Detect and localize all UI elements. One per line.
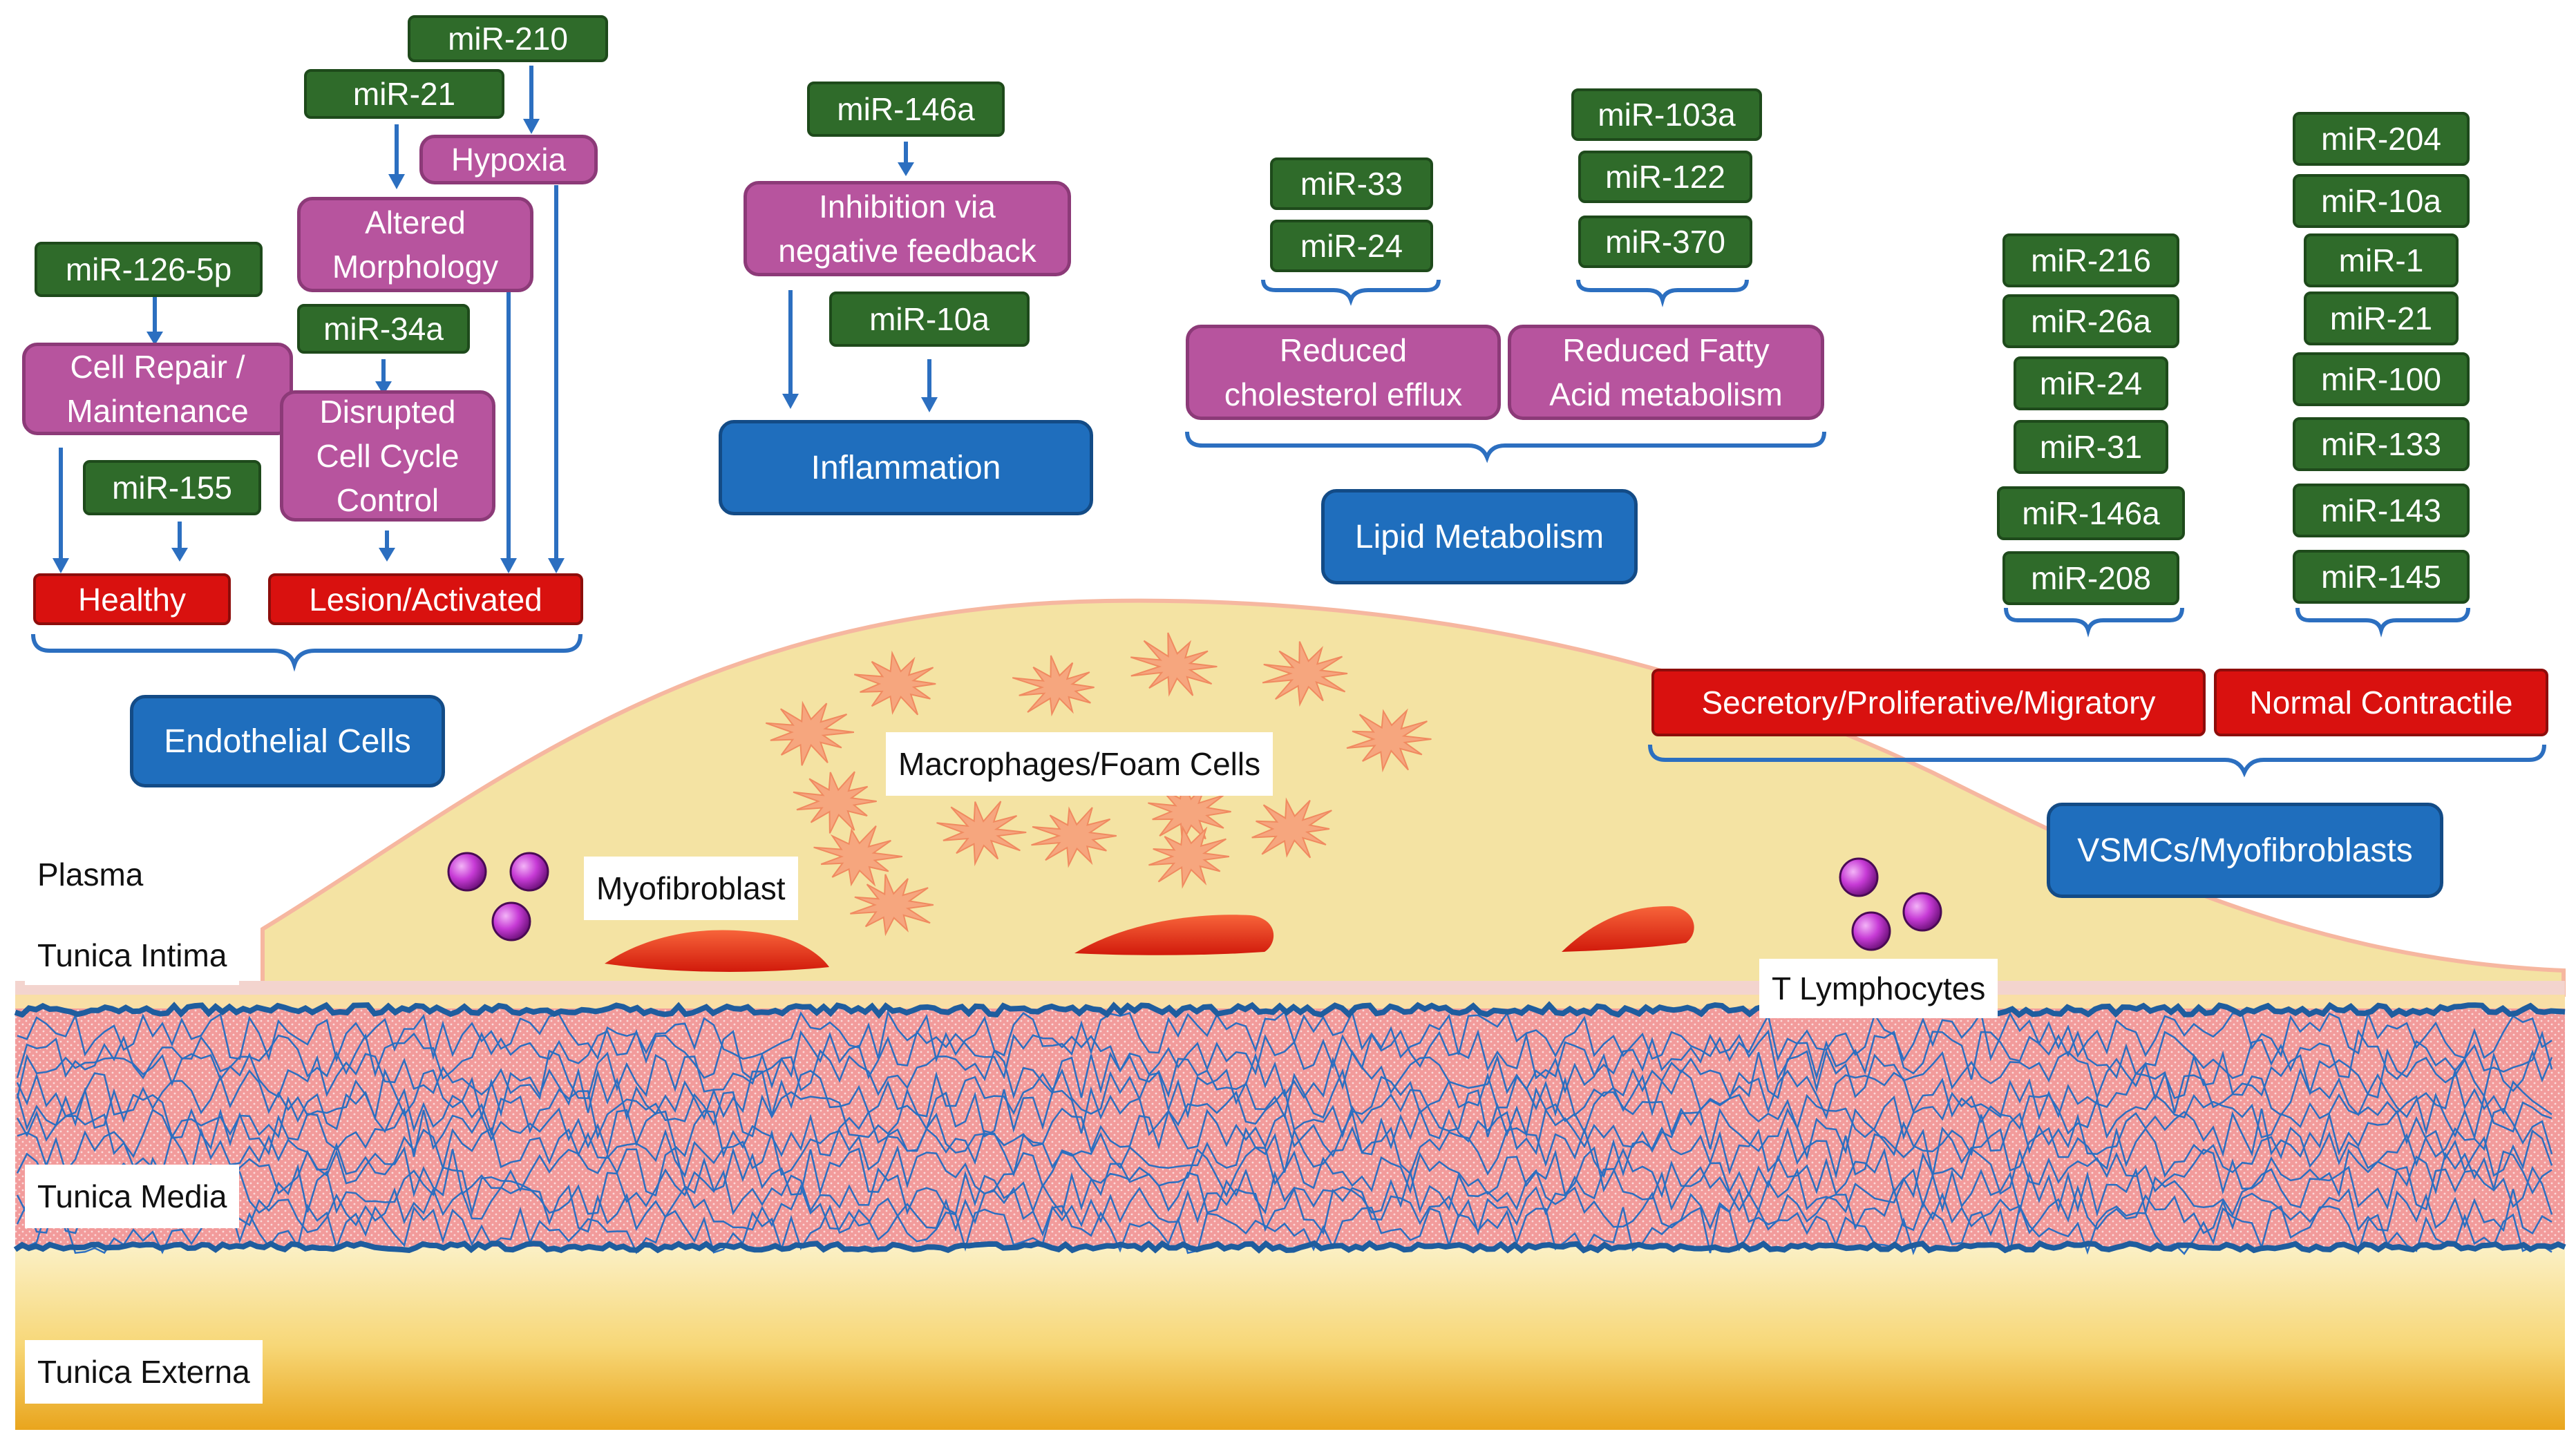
foam-cell [936,801,1027,867]
mirna-box: miR-103a [1571,88,1762,141]
tunica-externa-band [15,1243,2565,1430]
mirna-box: miR-100 [2293,352,2470,406]
mirna-box: miR-146a [807,82,1005,137]
mirna-box: miR-24 [2014,356,2168,410]
mirna-box: miR-133 [2293,417,2470,471]
cell-repair-process-box: Cell Repair / Maintenance [22,343,293,435]
plaque-bulge [261,598,2566,997]
mirna-box: miR-26a [2002,294,2179,348]
mirna-box: miR-155 [83,460,261,515]
foam-cell [853,650,936,716]
myofibroblast-cell [605,930,829,972]
foam-cell [1251,797,1332,859]
mirna-box: miR-210 [408,15,608,62]
myofibroblast-label: Myofibroblast [584,857,798,920]
mirna-box: miR-34a [297,304,470,354]
lipid-metabolism-category-box: Lipid Metabolism [1321,489,1638,584]
foam-cell [765,700,855,766]
t-lymphocyte [509,852,549,892]
t-lymphocyte [1902,892,1942,932]
foam-cell [850,874,934,937]
normal-contractile-state-box: Normal Contractile [2214,669,2548,736]
macrophages-label: Macrophages/Foam Cells [886,732,1273,796]
mirna-box: miR-126-5p [35,242,263,297]
mirna-box: miR-208 [2002,551,2179,605]
foam-cell [813,825,903,887]
myofibroblast-cell [1074,915,1274,955]
mirna-box: miR-1 [2304,233,2459,287]
healthy-state-box: Healthy [33,573,231,625]
plasma-label: Plasma [25,847,156,902]
t-lymphocyte [1839,857,1879,897]
elastic-fiber [16,1048,2553,1102]
cholesterol-efflux-process-box: Reduced cholesterol efflux [1186,325,1501,420]
foam-cell [1130,632,1218,697]
mirna-box: miR-145 [2293,550,2470,604]
connector-lines [31,66,2546,778]
mirna-box: miR-21 [304,69,504,119]
elastic-fiber [17,1203,2553,1256]
elastic-fiber [16,1029,2553,1082]
mirna-box: miR-31 [2014,420,2168,474]
mirna-box: miR-370 [1578,216,1752,268]
tunica-media-label: Tunica Media [25,1165,240,1228]
elastic-fiber [16,1163,2553,1217]
lesion-activated-state-box: Lesion/Activated [268,573,583,625]
mirna-box: miR-143 [2293,484,2470,537]
inflammation-category-box: Inflammation [719,420,1093,515]
mirna-box: miR-10a [829,292,1030,347]
mirna-box: miR-122 [1578,151,1752,203]
elastic-fiber [16,1145,2553,1198]
mirna-box: miR-10a [2293,174,2470,228]
arrowheads [53,119,938,573]
fatty-acid-process-box: Reduced Fatty Acid metabolism [1508,325,1824,420]
elastic-fiber [17,1126,2553,1179]
hypoxia-process-box: Hypoxia [419,135,598,184]
foam-cell [1262,641,1348,707]
elastic-fiber [16,1184,2553,1237]
mirna-box: miR-33 [1270,157,1433,210]
vsmc-category-box: VSMCs/Myofibroblasts [2047,803,2443,898]
foam-cell [1148,825,1230,889]
foam-cell [1012,655,1095,717]
external-elastic-lamina [13,1240,2566,1254]
internal-elastic-lamina [14,1001,2566,1020]
t-lymphocytes-label: T Lymphocytes [1759,959,1998,1018]
foam-cell [1346,708,1432,773]
secretory-state-box: Secretory/Proliferative/Migratory [1651,669,2206,736]
foam-cell [1031,806,1117,868]
t-lymphocyte [1851,911,1891,951]
mirna-box: miR-146a [1997,486,2185,540]
endothelial-cells-category-box: Endothelial Cells [130,695,445,787]
mirna-box: miR-216 [2002,233,2179,287]
inhibition-feedback-process-box: Inhibition via negative feedback [744,181,1071,276]
disrupted-cell-cycle-process-box: Disrupted Cell Cycle Control [280,390,495,522]
foam-cell [793,771,877,834]
foam-cells [765,632,1432,937]
elastic-fiber [16,1086,2553,1140]
mirna-box: miR-24 [1270,220,1433,272]
t-lymphocyte [447,852,487,892]
tunica-intima-label: Tunica Intima [25,926,240,985]
mirna-box: miR-204 [2293,112,2470,166]
mirna-box: miR-21 [2304,292,2459,345]
altered-morphology-process-box: Altered Morphology [297,197,533,292]
elastic-fiber [16,1107,2553,1160]
myofibroblast-cell [1562,906,1694,952]
t-lymphocyte [491,901,531,942]
tunica-externa-label: Tunica Externa [25,1340,263,1404]
